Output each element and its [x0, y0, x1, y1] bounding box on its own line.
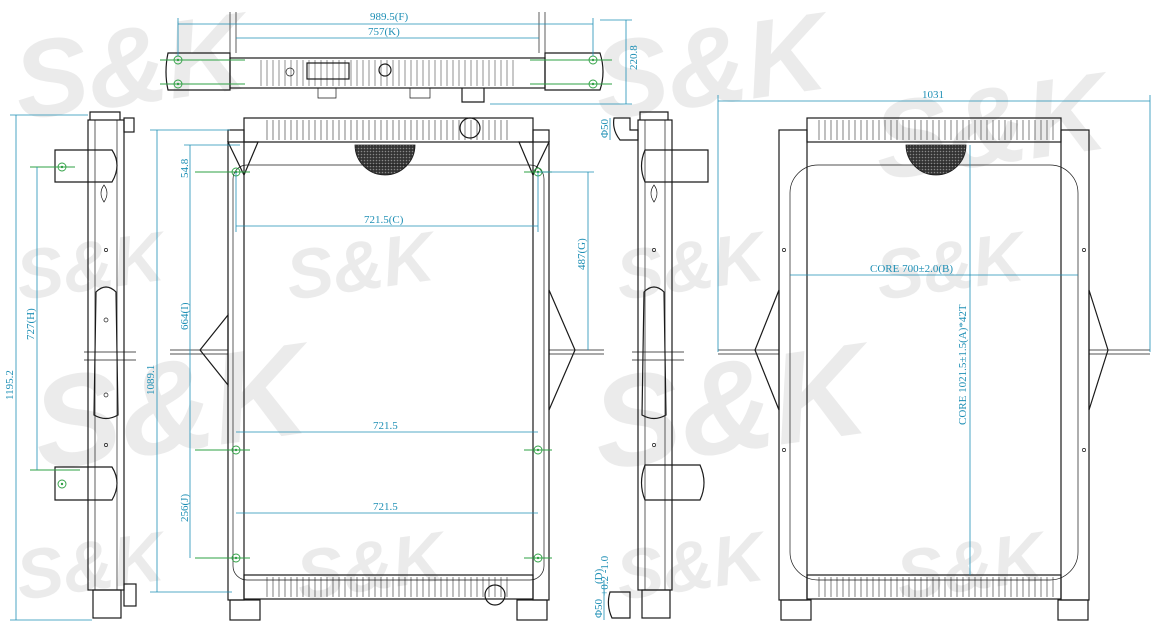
- dim-core-height: CORE 1021.5±1.5(A)*42T: [957, 304, 969, 425]
- dim-side-pipe-bottom-d: (D): [593, 568, 605, 584]
- dim-side-pipe-top: Φ50: [599, 118, 611, 138]
- dim-front-lower-j: 256(J): [179, 494, 191, 522]
- rear-view: 1031 CORE 700±2.0(B) CORE 1021.5±1.5(A)*…: [717, 89, 1151, 621]
- dim-front-width-low: 721.5: [373, 501, 398, 513]
- dim-front-width-c: 721.5(C): [364, 214, 404, 226]
- dim-front-top-offset: 54.8: [179, 158, 191, 178]
- right-side-view: Φ50 Φ50 +0.2 -1.0 (D): [593, 111, 709, 620]
- watermark: S&K: [586, 0, 841, 144]
- watermark: S&K: [11, 516, 173, 614]
- left-side-view: 1195.2 727(H): [4, 111, 137, 621]
- dim-side-pipe-bottom-tol: +0.2 -1.0: [599, 555, 611, 596]
- watermark: S&K: [584, 314, 884, 498]
- dim-front-hole-i: 664(I): [179, 302, 191, 330]
- dim-front-right-g: 487(G): [576, 238, 588, 270]
- dim-left-holes: 727(H): [25, 308, 37, 340]
- watermark: S&K: [291, 516, 453, 614]
- dim-front-height: 1089.1: [145, 365, 157, 395]
- watermark: S&K: [611, 216, 773, 314]
- front-view: 1089.1 54.8 664(I) 256(J) 721.5(C) 721.5…: [145, 117, 604, 621]
- dim-top-overall: 989.5(F): [370, 11, 409, 23]
- dim-core-width: CORE 700±2.0(B): [870, 263, 953, 275]
- dim-rear-overall: 1031: [922, 89, 944, 101]
- dim-top-inner: 757(K): [368, 26, 400, 38]
- dim-top-height: 220.8: [628, 45, 640, 70]
- dim-side-pipe-bottom: Φ50: [593, 598, 605, 618]
- watermark: S&K: [281, 216, 443, 314]
- watermark: S&K: [891, 516, 1053, 614]
- dim-left-height: 1195.2: [4, 370, 16, 400]
- watermark: S&K: [611, 516, 773, 614]
- dim-front-width-mid: 721.5: [373, 420, 398, 432]
- watermark: S&K: [11, 216, 173, 314]
- watermark-layer: S&K S&K S&K S&K S&K S&K S&K S&K S&K S&K …: [6, 0, 1121, 615]
- top-view: 989.5(F) 757(K) 220.8: [160, 11, 640, 105]
